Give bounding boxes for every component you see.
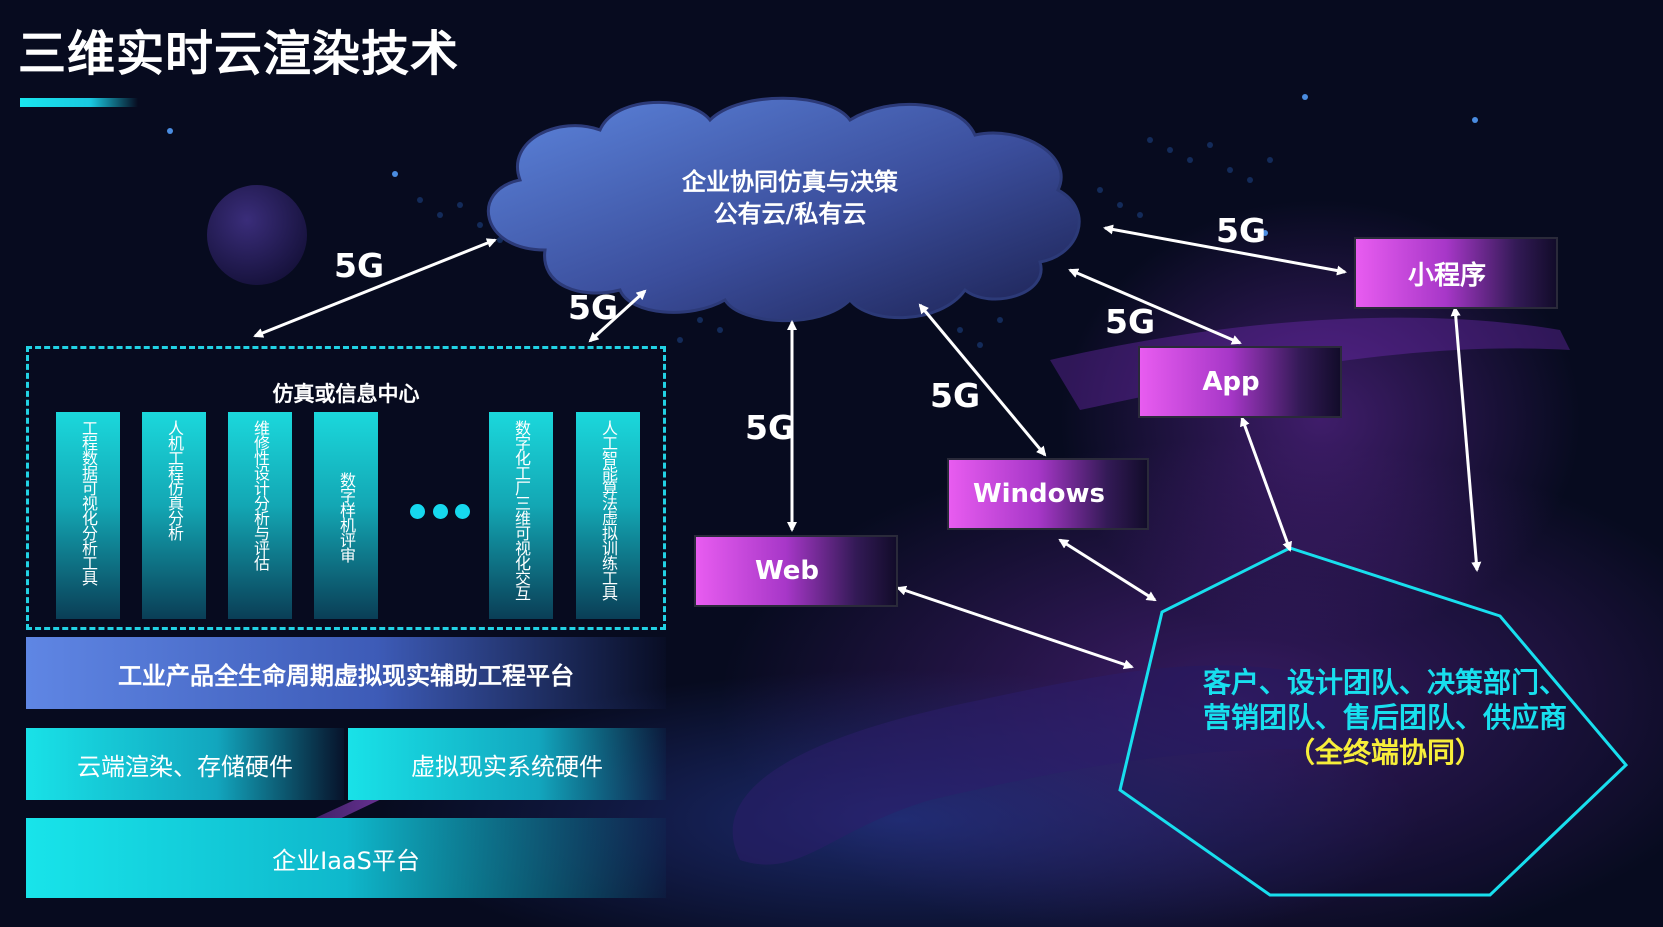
page-title: 三维实时云渲染技术: [18, 26, 460, 82]
render-hardware-bar: 云端渲染、存储硬件: [26, 728, 344, 800]
tool-column: 数字化工厂三维可视化交互: [489, 412, 553, 619]
tool-label: 人工智能算法虚拟训练工具: [599, 420, 618, 600]
tool-column: 工程数据可视化分析工具: [56, 412, 120, 619]
tool-column: 数字样机评审: [314, 412, 378, 619]
cloud-line2: 公有云/私有云: [713, 200, 867, 228]
label-5g: 5G: [1105, 302, 1156, 341]
users-line2: 营销团队、售后团队、供应商: [1202, 701, 1567, 734]
platform-bar: 工业产品全生命周期虚拟现实辅助工程平台: [26, 637, 666, 709]
tool-label: 数字样机评审: [337, 471, 356, 562]
connector-arrow: [1103, 224, 1347, 276]
label-5g: 5G: [930, 376, 981, 415]
label-5g: 5G: [568, 288, 619, 327]
connector-arrow: [1068, 268, 1242, 345]
tool-label: 数字化工厂三维可视化交互: [512, 420, 531, 600]
terminal-windows: Windows: [947, 458, 1149, 530]
terminal-app: App: [1138, 346, 1342, 418]
tool-column: 人机工程仿真分析: [142, 412, 206, 619]
connector-arrow: [253, 238, 497, 338]
tool-column: 人工智能算法虚拟训练工具: [576, 412, 640, 619]
connector-arrow: [1240, 416, 1292, 552]
collaboration-users: 客户、设计团队、决策部门、 营销团队、售后团队、供应商 （全终端协同）: [1165, 665, 1605, 770]
connector-arrow: [896, 585, 1134, 670]
title-underline: [20, 98, 138, 107]
center-dashed-box: [26, 346, 666, 630]
tool-label: 维修性设计分析与评估: [251, 420, 270, 570]
connector-arrow: [1058, 538, 1157, 602]
octagon-frame: [1118, 546, 1629, 897]
cloud-label: 企业协同仿真与决策 公有云/私有云: [600, 166, 980, 230]
tool-label: 人机工程仿真分析: [165, 420, 184, 540]
cloud-shape: [486, 96, 1081, 323]
terminal-web: Web: [694, 535, 898, 607]
label-5g: 5G: [745, 408, 796, 447]
tool-column: 维修性设计分析与评估: [228, 412, 292, 619]
ellipsis-dots: [410, 496, 470, 526]
iaas-bar: 企业IaaS平台: [26, 818, 666, 898]
tool-label: 工程数据可视化分析工具: [79, 420, 98, 585]
vr-hardware-bar: 虚拟现实系统硬件: [348, 728, 666, 800]
terminal-miniprogram: 小程序: [1354, 237, 1558, 309]
users-line3: （全终端协同）: [1286, 736, 1483, 769]
label-5g: 5G: [334, 246, 385, 285]
connector-arrow: [1450, 306, 1482, 572]
label-5g: 5G: [1216, 211, 1267, 250]
connector-arrow: [588, 289, 647, 343]
cloud-line1: 企业协同仿真与决策: [682, 168, 898, 196]
users-line1: 客户、设计团队、决策部门、: [1202, 666, 1567, 699]
connector-arrow: [918, 303, 1047, 457]
center-title: 仿真或信息中心: [272, 382, 420, 406]
